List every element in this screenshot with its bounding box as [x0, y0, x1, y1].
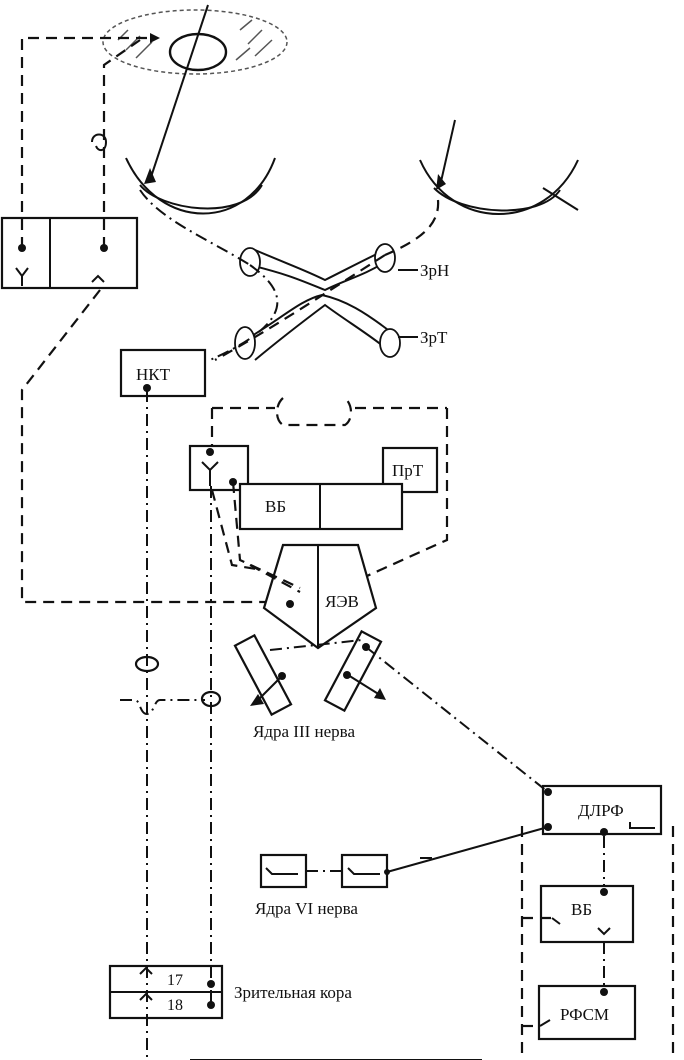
label-yaev: ЯЭВ: [325, 592, 359, 611]
dlrf-box: [541, 784, 663, 836]
vb-top-box: [238, 482, 404, 531]
light-rays: [144, 4, 456, 190]
visual-cortex-box: [108, 964, 224, 1020]
left-dashed-pathways: [20, 33, 290, 604]
optic-chiasm: [139, 189, 440, 361]
label-nuclei-iii: Ядра III нерва: [253, 722, 355, 741]
label-cortex-17: 17: [167, 972, 183, 989]
visual-target: [102, 9, 288, 75]
label-zrt: ЗрТ: [420, 328, 448, 347]
label-nuclei-vi: Ядра VI нерва: [255, 899, 358, 918]
label-vb-top: ВБ: [265, 497, 286, 516]
nuclei-vi: [259, 853, 390, 889]
right-dashed-loops: [190, 826, 675, 1060]
vertical-pathways: [120, 390, 222, 1060]
vb-right-box: [539, 884, 635, 944]
nkt-box: [119, 348, 207, 398]
yaev-nucleus: [231, 481, 378, 650]
label-cortex-18: 18: [167, 997, 183, 1014]
right-eye: [419, 159, 579, 215]
label-zrn: ЗрН: [420, 261, 449, 280]
label-vb-right: ВБ: [571, 900, 592, 919]
label-nkt: НКТ: [136, 365, 171, 384]
label-prt: ПрТ: [392, 461, 424, 480]
label-visual-cortex: Зрительная кора: [234, 983, 352, 1002]
midbrain-left-box: [188, 444, 250, 492]
left-eye: [125, 157, 276, 215]
rfsm-box: [537, 984, 637, 1041]
nuclei-iii: [233, 629, 386, 717]
label-rfsm: РФСМ: [560, 1005, 609, 1024]
midbrain-enclosure: [210, 397, 449, 582]
label-dlrf: ДЛРФ: [578, 801, 624, 820]
